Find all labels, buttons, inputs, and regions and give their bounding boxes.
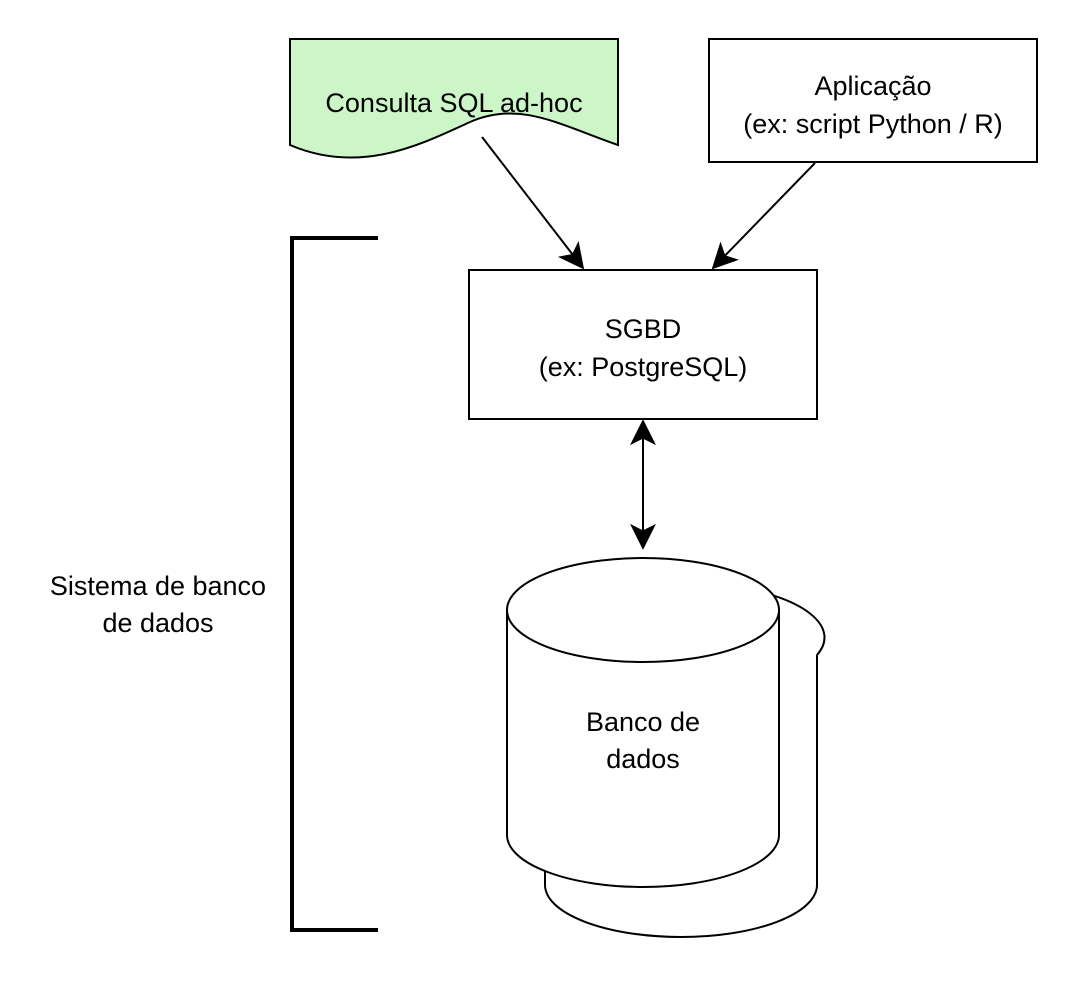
arrow-adhoc-to-dbms	[481, 136, 585, 270]
arrow-application-to-dbms	[711, 162, 816, 270]
adhoc-query-node[interactable]: Consulta SQL ad-hoc	[289, 38, 619, 159]
front-cylinder	[506, 557, 780, 888]
application-label-line2: (ex: script Python / R)	[743, 109, 1003, 139]
bracket-line	[290, 236, 378, 932]
bracket-label-line2: de dados	[102, 608, 213, 638]
bracket-label-line1: Sistema de banco	[50, 571, 266, 601]
application-node[interactable]: Aplicação (ex: script Python / R)	[708, 38, 1038, 163]
dbms-box	[468, 269, 818, 420]
database-label-line2: dados	[606, 744, 680, 774]
adhoc-query-label: Consulta SQL ad-hoc	[325, 88, 582, 118]
dbms-label-line2: (ex: PostgreSQL)	[539, 352, 748, 382]
system-bracket: Sistema de banco de dados	[50, 236, 378, 932]
document-shape	[289, 38, 619, 159]
database-label-line1: Banco de	[586, 707, 700, 737]
dbms-node[interactable]: SGBD (ex: PostgreSQL)	[468, 269, 818, 420]
database-node[interactable]: Banco de dados	[506, 557, 826, 938]
application-box	[708, 38, 1038, 163]
application-label-line1: Aplicação	[814, 71, 931, 101]
dbms-label-line1: SGBD	[605, 314, 682, 344]
